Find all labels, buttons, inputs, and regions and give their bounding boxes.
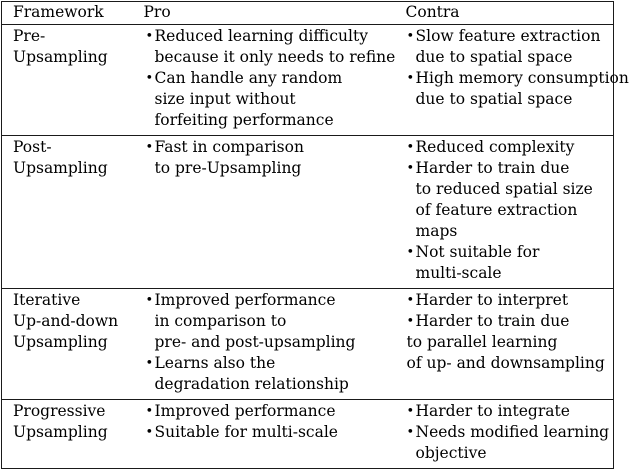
bullet-item: Learns also the degradation relationship <box>146 353 393 395</box>
bullet-text: Harder to train due <box>415 159 570 177</box>
bullet-text-continuation: multi-scale <box>415 264 502 282</box>
bullet-item: Needs modified learning objective <box>407 422 612 464</box>
bullet-item: Reduced complexity <box>407 137 612 158</box>
bullet-item: High memory consumption due to spatial sp… <box>407 68 629 110</box>
bullet-item: Harder to interpret <box>407 290 612 311</box>
bullet-text: Needs modified learning <box>415 423 610 441</box>
bullet-text: Fast in comparison <box>154 138 304 156</box>
bullet-text: Suitable for multi-scale <box>154 423 338 441</box>
bullet-text-continuation: to pre-Upsampling <box>154 159 302 177</box>
contra-bullet-list: Slow feature extraction due to spatial sp… <box>407 26 629 110</box>
bullet-item: Reduced learning difficulty because it on… <box>146 26 396 68</box>
bullet-item: Improved performance in comparison to pre-… <box>146 290 393 353</box>
bullet-text-continuation: because it only needs to refine <box>154 48 396 66</box>
pro-bullet-list: Improved performance in comparison to pre-… <box>146 290 393 395</box>
table-header: Framework Pro Contra <box>1 1 614 25</box>
bullet-text-continuation: of up- and downsampling <box>406 354 605 372</box>
framework-name-line: Upsampling <box>13 159 108 177</box>
pro-bullet-list: Reduced learning difficulty because it on… <box>146 26 396 131</box>
bullet-text: Harder to integrate <box>415 402 570 420</box>
bullet-text: High memory consumption <box>415 69 629 87</box>
bullet-item: Fast in comparison to pre-Upsampling <box>146 137 393 179</box>
bullet-text: Harder to interpret <box>415 291 569 309</box>
bullet-item: Harder to train due to parallel learning o… <box>407 311 612 374</box>
bullet-text-continuation: in comparison to <box>154 312 287 330</box>
framework-name-line: Upsampling <box>13 423 108 441</box>
cell-pro: Improved performanceSuitable for multi-s… <box>132 399 395 469</box>
bullet-text: Reduced complexity <box>415 138 575 156</box>
bullet-text: Slow feature extraction <box>415 27 601 45</box>
bullet-text: Can handle any random <box>154 69 343 87</box>
cell-contra: Harder to integrateNeeds modified learni… <box>394 399 614 469</box>
bullet-text-continuation: due to spatial space <box>415 90 573 108</box>
bullet-item: Slow feature extraction due to spatial sp… <box>407 26 612 68</box>
framework-name-line: Iterative <box>13 291 81 309</box>
bullet-text-continuation: objective <box>415 444 487 462</box>
column-header-framework: Framework <box>1 1 133 25</box>
bullet-text-continuation: forfeiting performance <box>154 111 334 129</box>
cell-contra: Slow feature extraction due to spatial sp… <box>394 24 629 136</box>
bullet-text: Improved performance <box>154 291 336 309</box>
cell-framework: Pre- Upsampling <box>1 24 133 136</box>
table-header-row: Framework Pro Contra <box>1 1 614 25</box>
framework-comparison-table: Framework Pro Contra Pre-UpsamplingReduc… <box>1 1 629 469</box>
table-row: Post- Upsampling Fast in comparison to pre-… <box>1 135 614 289</box>
pro-bullet-list: Fast in comparison to pre-Upsampling <box>146 137 393 179</box>
bullet-item: Harder to train due to reduced spatial si… <box>407 158 612 242</box>
bullet-text-continuation: of feature extraction <box>415 201 578 219</box>
bullet-text: Harder to train due <box>415 312 570 330</box>
cell-pro: Fast in comparison to pre-Upsampling <box>132 135 395 289</box>
pro-bullet-list: Improved performanceSuitable for multi-s… <box>146 401 393 443</box>
cell-framework: Post- Upsampling <box>1 135 133 289</box>
bullet-text-continuation: to reduced spatial size <box>415 180 593 198</box>
framework-name-line: Pre- <box>13 27 46 45</box>
bullet-item: Harder to integrate <box>407 401 612 422</box>
bullet-text-continuation: size input without <box>154 90 296 108</box>
contra-bullet-list: Harder to interpretHarder to train due to… <box>407 290 612 374</box>
framework-name-line: Post- <box>13 138 52 156</box>
bullet-text-continuation: maps <box>415 222 458 240</box>
framework-name-line: Up-and-down <box>13 312 119 330</box>
bullet-item: Suitable for multi-scale <box>146 422 393 443</box>
framework-name-line: Upsampling <box>13 48 108 66</box>
bullet-text-continuation: due to spatial space <box>415 48 573 66</box>
contra-bullet-list: Reduced complexityHarder to train due to … <box>407 137 612 284</box>
column-header-pro: Pro <box>132 1 395 25</box>
cell-pro: Improved performance in comparison to pre-… <box>132 288 395 400</box>
bullet-item: Can handle any random size input without f… <box>146 68 393 131</box>
contra-bullet-list: Harder to integrateNeeds modified learni… <box>407 401 612 464</box>
column-header-contra: Contra <box>394 1 614 25</box>
bullet-text: Not suitable for <box>415 243 540 261</box>
bullet-item: Improved performance <box>146 401 393 422</box>
bullet-text: Reduced learning difficulty <box>154 27 368 45</box>
cell-contra: Reduced complexityHarder to train due to … <box>394 135 614 289</box>
cell-pro: Reduced learning difficulty because it on… <box>132 24 396 136</box>
table-body: Pre- Upsampling Reduced learning difficult… <box>1 24 629 469</box>
cell-contra: Harder to interpretHarder to train due to… <box>394 288 614 400</box>
bullet-text: Improved performance <box>154 402 336 420</box>
bullet-text-continuation: pre- and post-upsampling <box>154 333 356 351</box>
comparison-table-container: Framework Pro Contra Pre-UpsamplingReduc… <box>1 1 629 469</box>
table-row: Pre- Upsampling Reduced learning difficult… <box>1 24 629 136</box>
framework-name-line: Upsampling <box>13 333 108 351</box>
framework-name-line: Progressive <box>13 402 106 420</box>
bullet-text-continuation: to parallel learning <box>406 333 558 351</box>
bullet-item: Not suitable for multi-scale <box>407 242 612 284</box>
bullet-text: Learns also the <box>154 354 276 372</box>
bullet-text-continuation: degradation relationship <box>154 375 349 393</box>
